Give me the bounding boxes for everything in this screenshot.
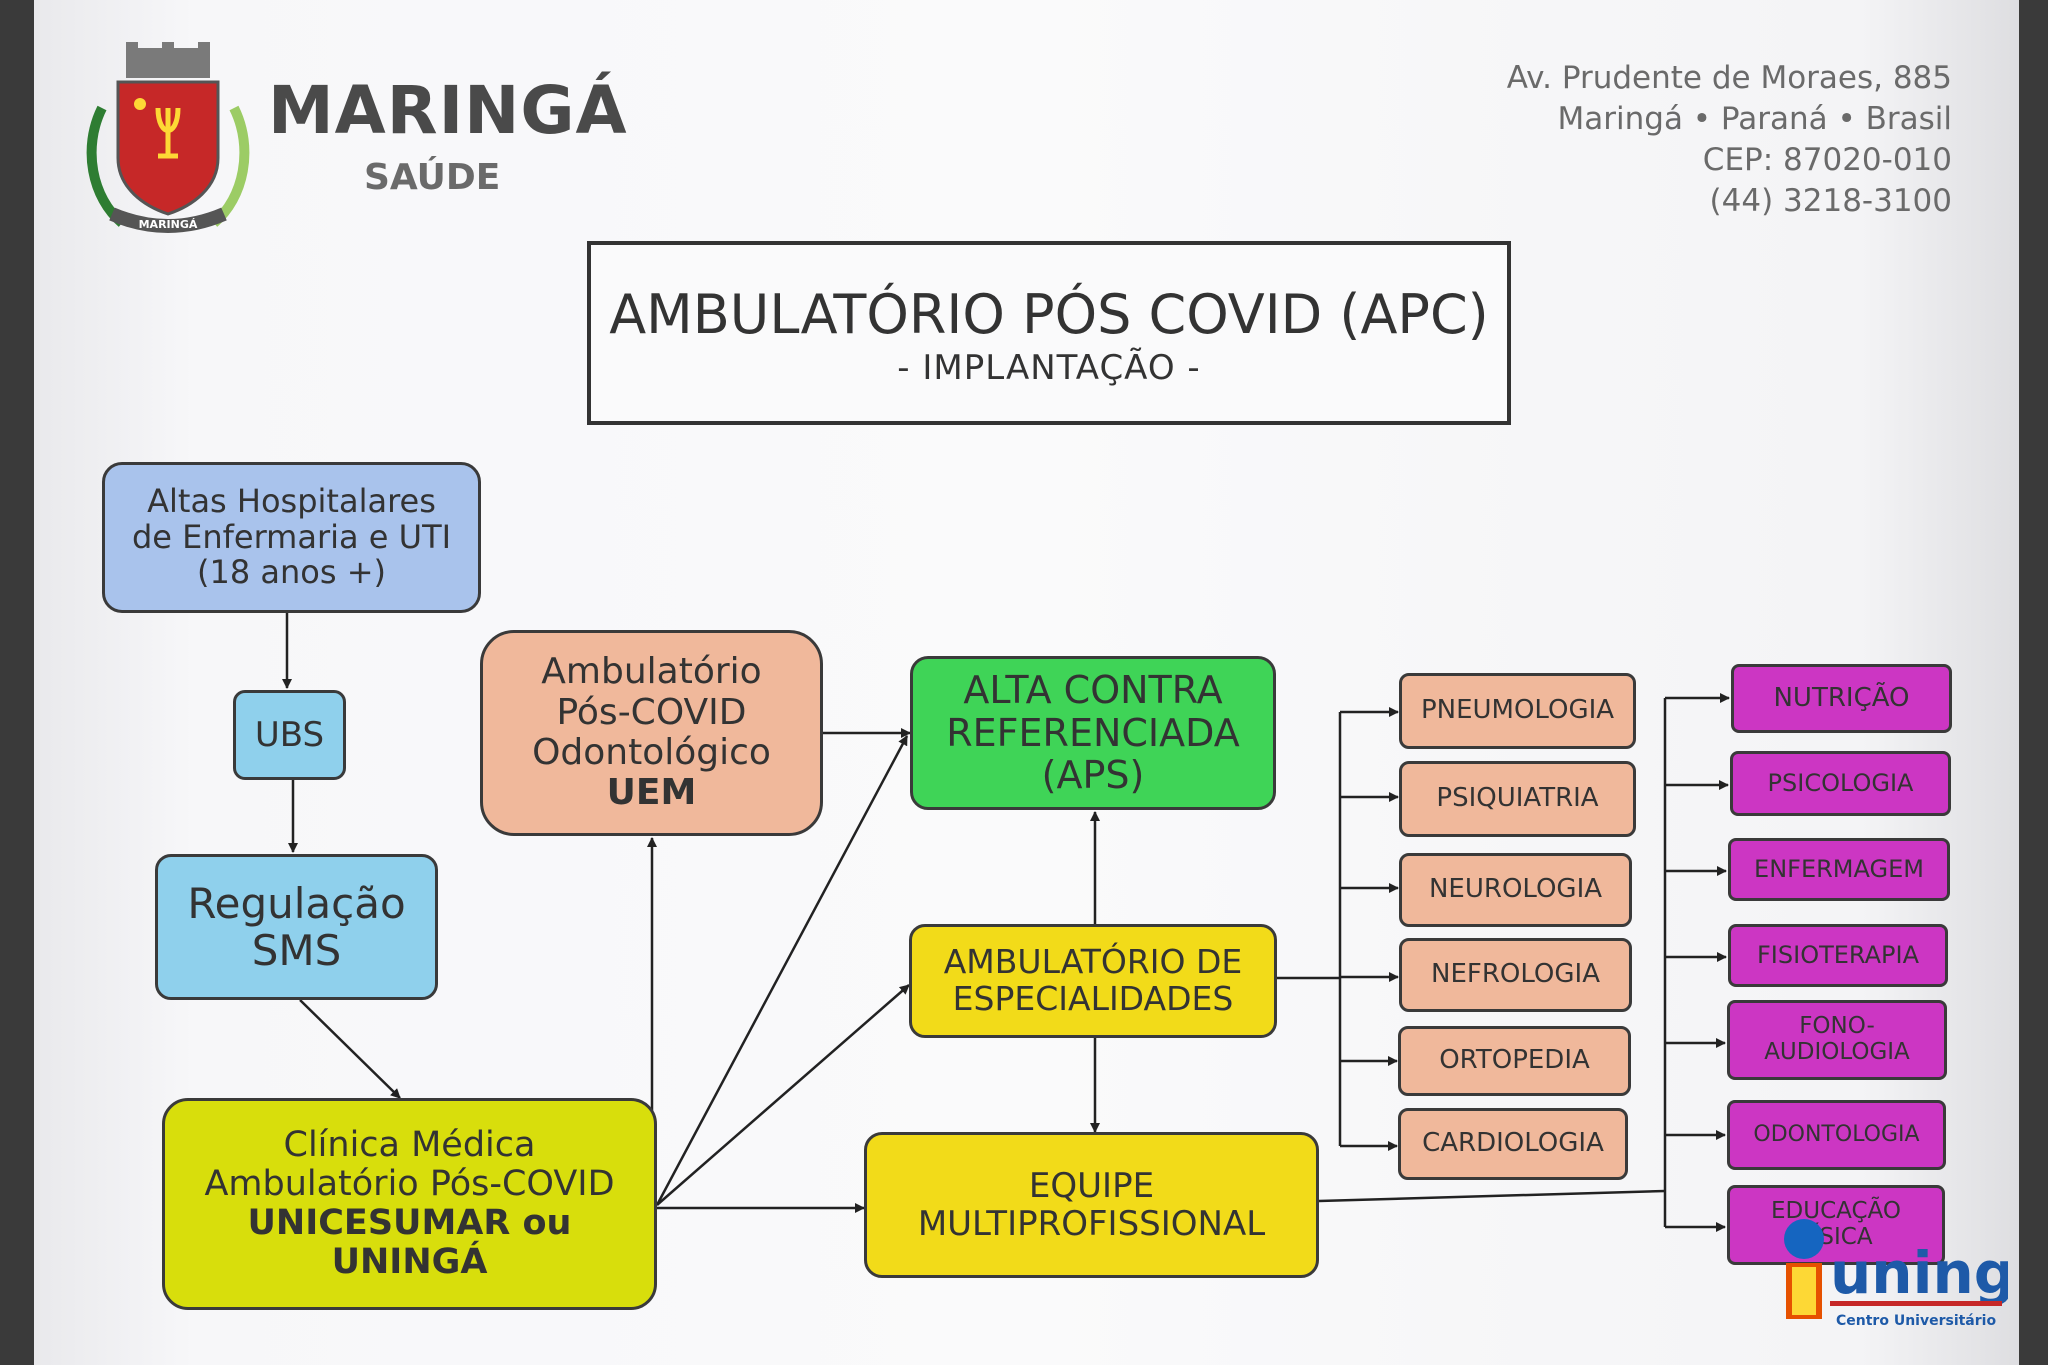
address-block: Av. Prudente de Moraes, 885 Maringá • Pa… xyxy=(1507,58,1952,222)
address-line: Av. Prudente de Moraes, 885 xyxy=(1506,60,1952,96)
line-equipe-to-branch xyxy=(1318,1189,1666,1203)
profession-odontologia: ODONTOLOGIA xyxy=(1727,1100,1946,1170)
profession-fisioterapia: FISIOTERAPIA xyxy=(1728,924,1948,987)
specialty-psiquiatria: PSIQUIATRIA xyxy=(1399,761,1636,837)
crest-text: MARINGÁ xyxy=(139,218,198,231)
maringa-crest-logo: MARINGÁ xyxy=(86,42,250,233)
address-line: (44) 3218-3100 xyxy=(1709,183,1952,219)
arrow-clinica-to-alta xyxy=(655,735,909,1206)
specialty-ortopedia: ORTOPEDIA xyxy=(1398,1026,1631,1096)
node-equipe-multiprofissional: EQUIPE MULTIPROFISSIONAL xyxy=(864,1132,1319,1278)
specialty-nefrologia: NEFROLOGIA xyxy=(1399,938,1632,1012)
brand-name: MARINGÁ xyxy=(268,72,628,149)
diagram-title: AMBULATÓRIO PÓS COVID (APC) xyxy=(609,283,1489,346)
uninga-wordmark: uningá xyxy=(1830,1239,2008,1307)
arrow-regulacao-to-clinica xyxy=(299,999,401,1099)
specialty-cardiologia: CARDIOLOGIA xyxy=(1398,1108,1628,1180)
profession-nutricao: NUTRIÇÃO xyxy=(1731,664,1952,733)
profession-enfermagem: ENFERMAGEM xyxy=(1728,838,1950,901)
profession-psicologia: PSICOLOGIA xyxy=(1730,751,1951,816)
uninga-tagline: Centro Universitário xyxy=(1836,1313,1996,1329)
specialty-neurologia: NEUROLOGIA xyxy=(1399,853,1632,927)
address-line: CEP: 87020-010 xyxy=(1702,142,1952,178)
profession-educacao-fisica: EDUCAÇÃO FÍSICA xyxy=(1727,1185,1945,1265)
specialty-pneumologia: PNEUMOLOGIA xyxy=(1399,673,1636,749)
uninga-logo: uningá Centro Universitário xyxy=(1784,1219,2008,1329)
node-ubs: UBS xyxy=(233,690,346,780)
arrow-clinica-to-especialidades xyxy=(656,984,910,1206)
node-altas-hospitalares: Altas Hospitalares de Enfermaria e UTI (… xyxy=(102,462,481,613)
node-alta-contra-referenciada: ALTA CONTRA REFERENCIADA (APS) xyxy=(910,656,1276,810)
node-regulacao-sms: Regulação SMS xyxy=(155,854,438,1000)
diagram-subtitle: - IMPLANTAÇÃO - xyxy=(897,348,1201,389)
address-line: Maringá • Paraná • Brasil xyxy=(1557,101,1952,137)
node-ambulatorio-especialidades: AMBULATÓRIO DE ESPECIALIDADES xyxy=(909,924,1277,1038)
node-ambulatorio-odontologico: Ambulatório Pós-COVID Odontológico UEM xyxy=(480,630,823,836)
diagram-title-box: AMBULATÓRIO PÓS COVID (APC) - IMPLANTAÇÃ… xyxy=(587,241,1511,425)
profession-fonoaudiologia: FONO- AUDIOLOGIA xyxy=(1727,1000,1947,1080)
brand-subtitle: SAÚDE xyxy=(364,157,501,198)
node-clinica-medica: Clínica Médica Ambulatório Pós-COVID UNI… xyxy=(162,1098,657,1310)
